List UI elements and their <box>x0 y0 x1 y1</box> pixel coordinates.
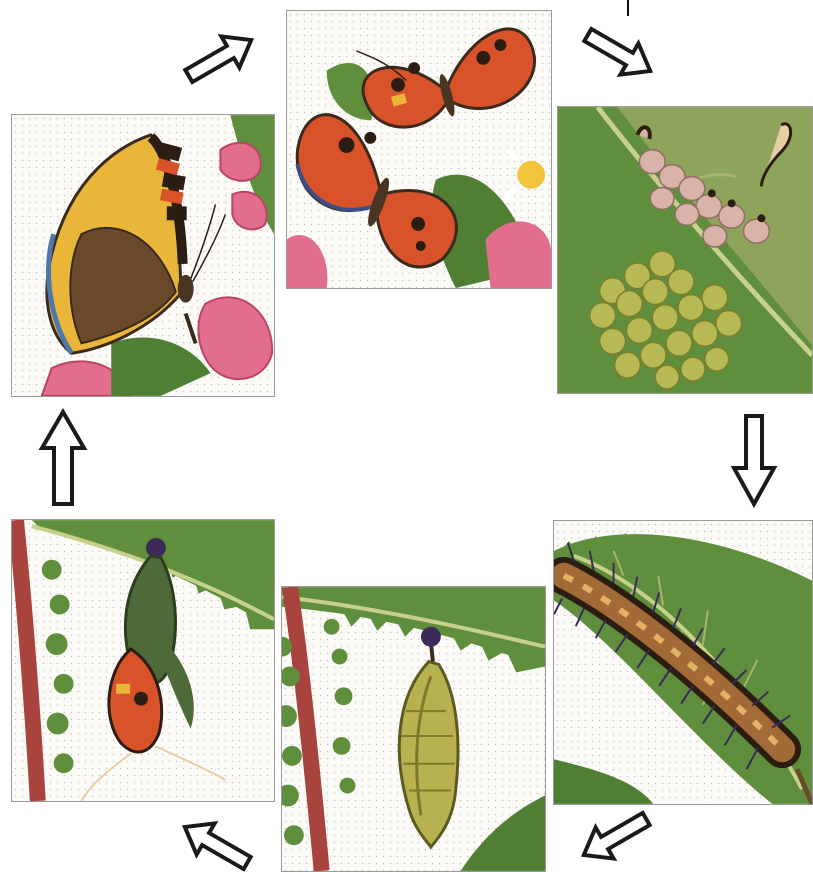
stage-panel-adult-emerged <box>11 114 275 397</box>
arrow-emerged-to-pair <box>178 30 262 86</box>
arrow-up-icon <box>40 410 86 506</box>
arrow-down-icon <box>732 414 776 506</box>
stage-panel-hatching <box>11 519 275 802</box>
chrysalis-icon <box>282 587 545 871</box>
arrow-eggs-to-caterpillar <box>732 414 776 506</box>
stage-panel-pupa <box>281 586 546 872</box>
arrow-right-up-icon <box>178 30 262 86</box>
edge-tick-mark <box>627 0 629 16</box>
egg-cluster-icon <box>558 107 812 393</box>
arrow-left-up-icon <box>173 818 259 872</box>
butterfly-pair-icon <box>287 11 551 288</box>
stage-panel-caterpillar <box>553 520 813 805</box>
stage-panel-eggs <box>557 106 813 394</box>
arrow-pair-to-eggs <box>578 26 660 80</box>
caterpillar-icon <box>554 521 812 804</box>
emerging-butterfly-icon <box>12 520 274 801</box>
arrow-pupa-to-hatching <box>173 818 259 872</box>
stage-panel-adult-pair <box>286 10 552 289</box>
arrow-hatching-to-emerged <box>40 410 86 506</box>
arrow-right-down-icon <box>578 26 660 80</box>
butterfly-icon <box>12 115 274 396</box>
arrow-caterpillar-to-pupa <box>572 808 658 866</box>
arrow-left-down-icon <box>572 808 658 866</box>
